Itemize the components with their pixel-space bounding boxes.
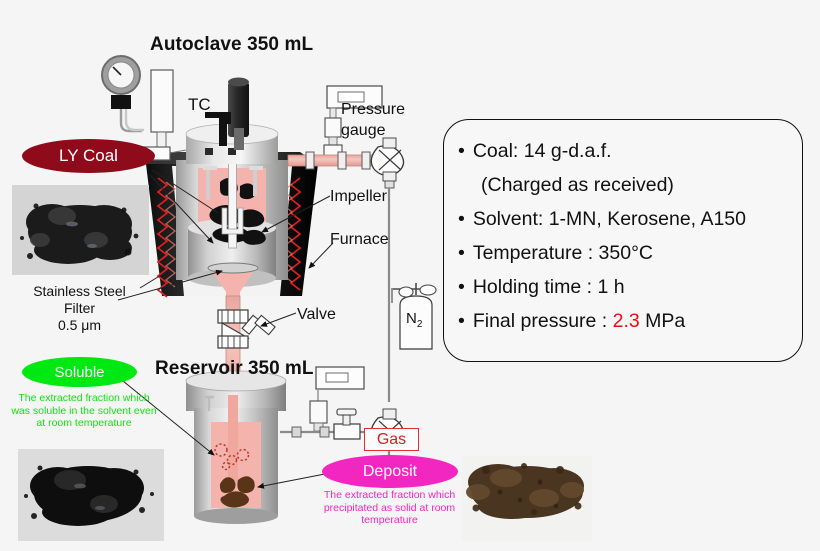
stirrer-motor [228, 77, 249, 150]
condition-item: Coal: 14 g-d.a.f. [458, 134, 792, 168]
experimental-conditions-box: Coal: 14 g-d.a.f. (Charged as received) So… [443, 119, 803, 362]
deposit-badge-text: Deposit [362, 462, 418, 480]
condition-text: (Charged as received) [481, 174, 674, 196]
tc-label: TC [188, 95, 211, 114]
deposit-caption: The extracted fraction which precipitate… [323, 489, 456, 526]
final-pressure-unit: MPa [639, 310, 686, 332]
deposit-badge: Deposit [322, 455, 458, 488]
deposit-photo [462, 456, 592, 541]
nitrogen-cylinder [391, 283, 437, 350]
filter-line-3: 0.5 μm [57, 317, 102, 333]
top-pressure-line [287, 137, 405, 402]
reservoir-vessel [185, 370, 287, 524]
soluble-caption: The extracted fraction which was soluble… [11, 392, 157, 429]
condition-item: (Charged as received) [458, 168, 792, 202]
gas-label-text: Gas [376, 430, 407, 448]
reservoir-title: Reservoir 350 mL [155, 358, 314, 379]
condition-text: Holding time : 1 h [472, 276, 625, 298]
ly-coal-photo [12, 185, 149, 275]
condition-item: Temperature : 350°C [458, 236, 792, 270]
pressure-gauge-label: Pressure gauge [341, 101, 406, 139]
condition-text: Final pressure : [472, 310, 613, 332]
nitrogen-subscript: 2 [416, 319, 423, 330]
autoclave-title: Autoclave 350 mL [150, 34, 314, 55]
condition-item: Holding time : 1 h [458, 270, 792, 304]
nitrogen-symbol: N [406, 310, 417, 327]
ly-coal-badge-text: LY Coal [59, 146, 118, 165]
soluble-badge-text: Soluble [54, 363, 105, 381]
dial-gauge [101, 55, 144, 133]
conditions-list: Coal: 14 g-d.a.f. (Charged as received) So… [458, 134, 792, 338]
impeller-label: Impeller [330, 188, 387, 205]
condition-item: Solvent: 1-MN, Kerosene, A150 [458, 202, 792, 236]
gas-outlet-label: Gas [364, 428, 419, 451]
condition-text: Coal: 14 g-d.a.f. [472, 140, 612, 162]
rupture-disc-column [142, 69, 174, 161]
leader-lines [117, 149, 334, 489]
soluble-photo [18, 449, 164, 541]
ly-coal-badge: LY Coal [22, 139, 155, 173]
filter-line-2: Filter [63, 300, 96, 316]
thermocouple [205, 112, 231, 146]
condition-item: Final pressure : 2.3 MPa [458, 304, 792, 338]
cross-valve-top [370, 137, 405, 189]
autoclave-vessel [176, 123, 288, 330]
condition-text: Solvent: 1-MN, Kerosene, A150 [472, 208, 746, 230]
soluble-badge: Soluble [22, 357, 137, 387]
valve-label: Valve [297, 306, 336, 323]
filter-line-1: Stainless Steel [33, 283, 126, 299]
condition-text: Temperature : 350°C [472, 242, 653, 264]
stainless-filter-label: Stainless Steel Filter 0.5 μm [12, 283, 147, 334]
needle-valve [217, 309, 276, 349]
nitrogen-label: N2 [406, 310, 422, 330]
furnace-label: Furnace [330, 231, 389, 248]
final-pressure-value: 2.3 [612, 310, 640, 332]
